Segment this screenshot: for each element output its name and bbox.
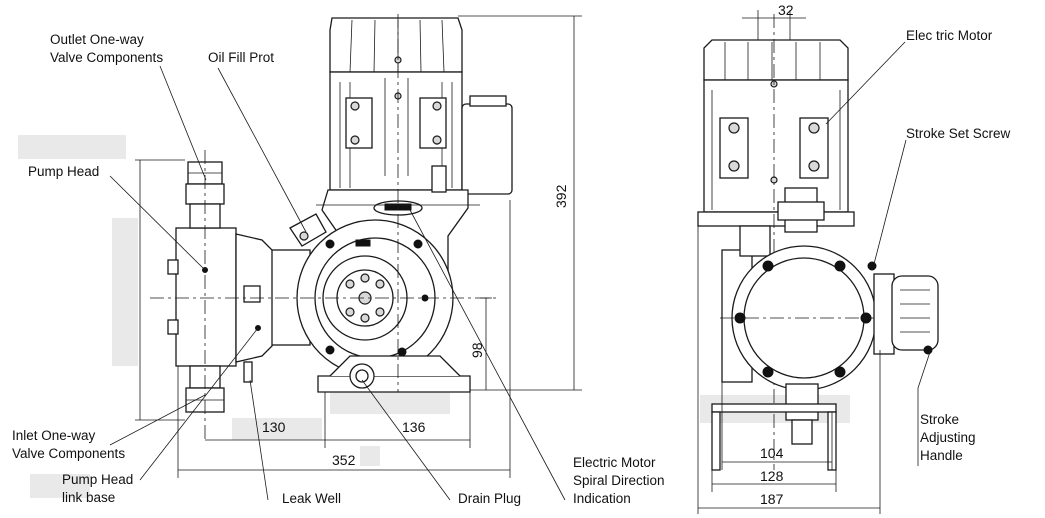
front-dimension-lines [135, 15, 582, 478]
dim-187: 187 [760, 491, 784, 507]
stroke-set-screw-label: Stroke Set Screw [906, 126, 1011, 141]
electric-motor-label: Elec tric Motor [906, 28, 993, 43]
center-lines-front [150, 14, 500, 440]
dim-98: 98 [469, 342, 485, 358]
spiral-indication-label-line3: Indication [573, 491, 631, 506]
dim-32: 32 [778, 2, 794, 18]
dim-128: 128 [760, 468, 784, 484]
front-leader-lines [109, 65, 566, 501]
motor-body-side [697, 14, 855, 470]
inlet-valve-label-line1: Inlet One-way [12, 428, 96, 443]
side-view [697, 14, 939, 471]
dimension-labels: 130 136 352 392 98 32 104 128 187 [262, 2, 794, 507]
outlet-valve-label-line2: Valve Components [50, 50, 163, 65]
dim-352: 352 [332, 452, 356, 468]
spiral-indication-label-line1: Electric Motor [573, 455, 656, 470]
stroke-handle-label-line1: Stroke [920, 412, 959, 427]
pump-head-front [167, 227, 273, 383]
spiral-indication-label-line2: Spiral Direction [573, 473, 665, 488]
side-leader-lines [825, 41, 931, 466]
pump-head-label: Pump Head [28, 164, 99, 179]
head-link-base-label-line1: Pump Head [62, 472, 133, 487]
head-link-base-label-line2: link base [62, 490, 115, 505]
callout-labels: Outlet One-way Valve Components Oil Fill… [12, 28, 1011, 506]
motor-body-front [329, 17, 513, 195]
stroke-handle-label-line3: Handle [920, 448, 963, 463]
stroke-handle-label-line2: Adjusting [920, 430, 976, 445]
pump-housing-side [720, 187, 939, 391]
oil-fill-label: Oil Fill Prot [208, 50, 274, 65]
front-view [150, 14, 513, 440]
side-dimension-lines [697, 10, 881, 514]
dim-104: 104 [760, 445, 784, 461]
leak-well-label: Leak Well [282, 491, 341, 506]
dim-136: 136 [402, 419, 426, 435]
inlet-valve-label-line2: Valve Components [12, 446, 125, 461]
drain-plug-label: Drain Plug [458, 491, 521, 506]
dim-130: 130 [262, 419, 286, 435]
outlet-valve-label-line1: Outlet One-way [50, 32, 144, 47]
base-front [317, 355, 471, 393]
dim-392: 392 [553, 184, 569, 208]
